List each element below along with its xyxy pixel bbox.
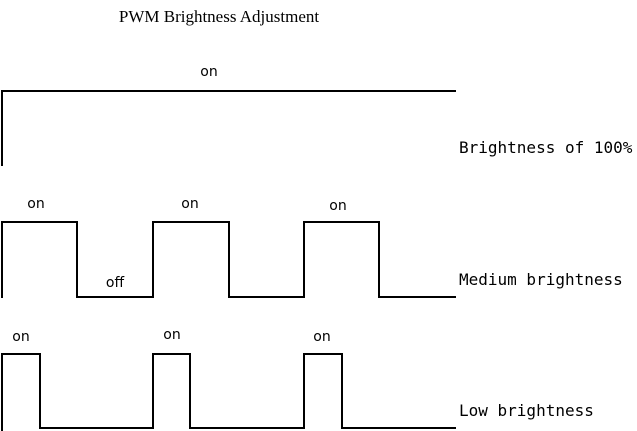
on-label: on xyxy=(329,198,346,214)
row-full-brightness: on Brightness of 100% xyxy=(1,64,633,166)
on-label: on xyxy=(27,196,44,212)
on-label: on xyxy=(181,196,198,212)
row-low-brightness: on on on Low brightness xyxy=(1,327,594,431)
caption-medium-brightness: Medium brightness xyxy=(459,270,623,289)
on-label: on xyxy=(12,329,29,345)
caption-full-brightness: Brightness of 100% xyxy=(459,138,633,157)
waveform-low xyxy=(1,353,456,431)
on-label: on xyxy=(200,64,217,80)
diagram-title: PWM Brightness Adjustment xyxy=(119,7,320,26)
caption-low-brightness: Low brightness xyxy=(459,401,594,420)
off-label: off xyxy=(106,275,125,291)
on-label: on xyxy=(163,327,180,343)
waveform-full xyxy=(1,90,456,166)
on-label: on xyxy=(313,329,330,345)
waveform-medium xyxy=(1,221,456,298)
row-medium-brightness: on on on off Medium brightness xyxy=(1,196,623,298)
